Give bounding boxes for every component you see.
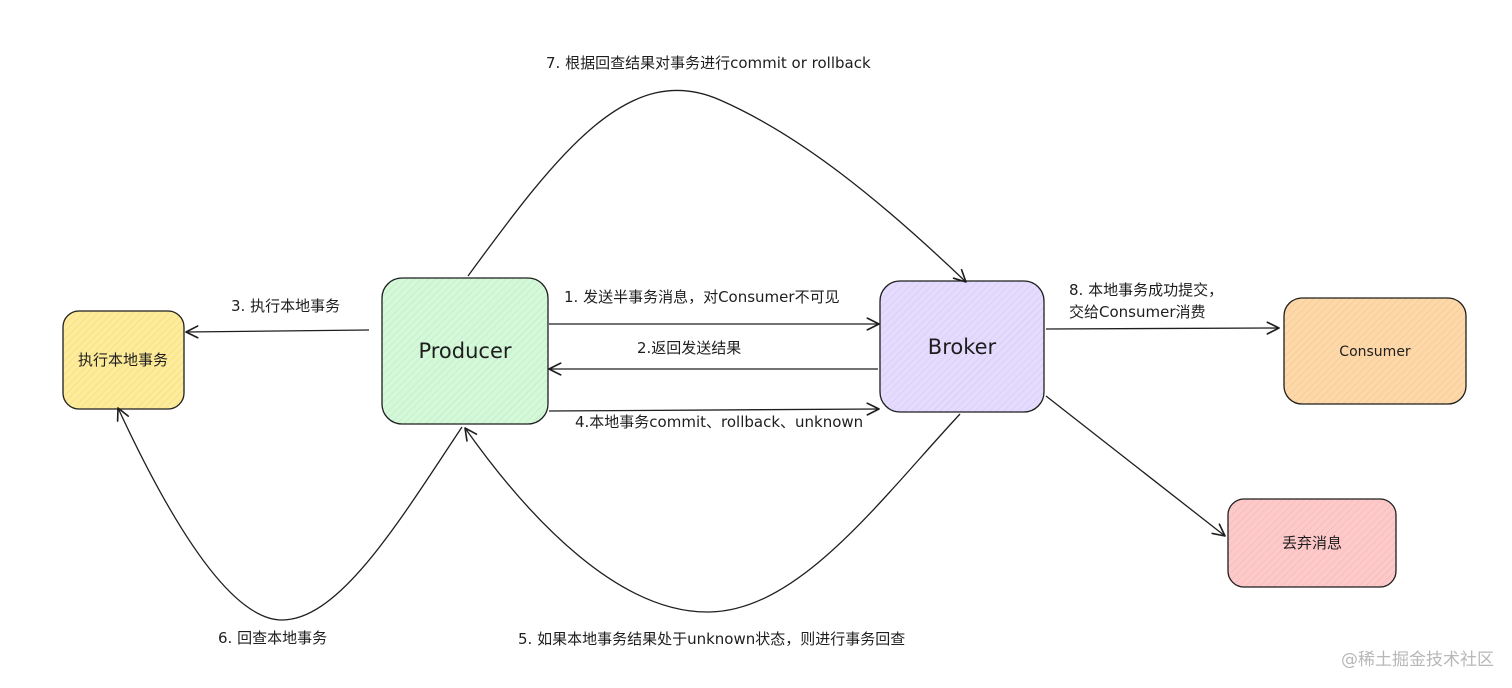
broker-node: Broker (879, 280, 1045, 413)
edge-label-5: 5. 如果本地事务结果处于unknown状态，则进行事务回查 (518, 630, 905, 648)
arrow-discard-message (1045, 395, 1226, 537)
broker-label: Broker (928, 335, 997, 359)
edge-label-4: 4.本地事务commit、rollback、unknown (575, 413, 863, 431)
arrow-8-deliver-to-consumer (1045, 321, 1280, 335)
local-transaction-label: 执行本地事务 (78, 351, 168, 369)
edge-label-8-line-2: 交给Consumer消费 (1069, 303, 1206, 321)
edge-label-7: 7. 根据回查结果对事务进行commit or rollback (546, 54, 871, 72)
discard-message-label: 丢弃消息 (1282, 534, 1342, 552)
edge-label-6: 6. 回查本地事务 (218, 629, 327, 647)
local-transaction-node: 执行本地事务 (62, 310, 185, 410)
producer-node: Producer (381, 277, 549, 425)
consumer-node: Consumer (1283, 297, 1467, 405)
arrow-3-execute-local-transaction (185, 325, 370, 339)
consumer-label: Consumer (1339, 344, 1411, 360)
edge-label-3: 3. 执行本地事务 (231, 297, 340, 315)
arrow-5-check-back (464, 413, 961, 613)
producer-label: Producer (418, 339, 511, 363)
arrow-7-commit-or-rollback (467, 89, 967, 283)
edge-label-2: 2.返回发送结果 (637, 339, 741, 357)
arrow-6-check-local-transaction (116, 407, 463, 621)
discard-message-node: 丢弃消息 (1227, 498, 1397, 588)
arrow-4-commit-rollback-unknown (548, 402, 880, 416)
edge-label-8-line-1: 8. 本地事务成功提交， (1069, 281, 1223, 299)
watermark: @稀土掘金技术社区 (1341, 650, 1494, 670)
edge-label-1: 1. 发送半事务消息，对Consumer不可见 (564, 288, 840, 306)
